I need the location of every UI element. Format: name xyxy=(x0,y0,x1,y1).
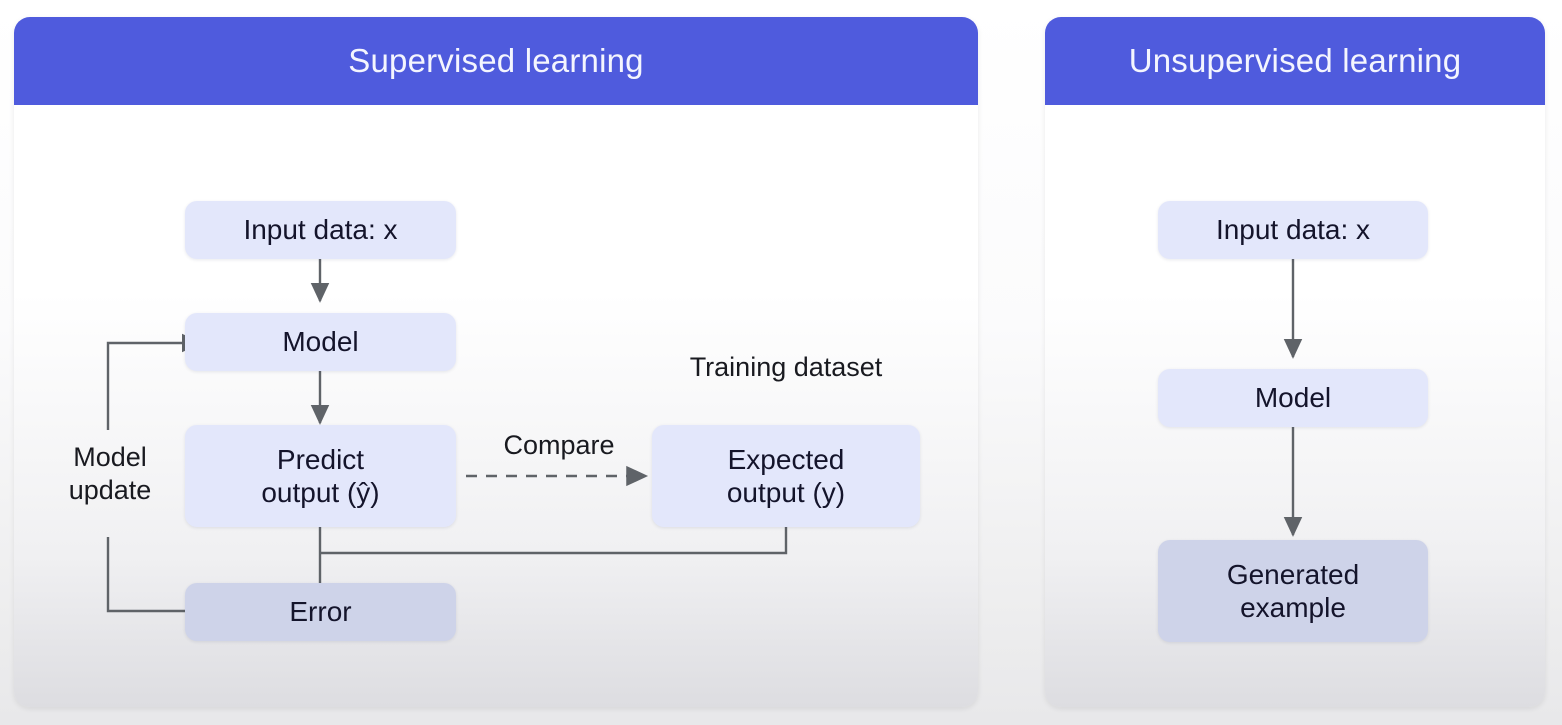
node-expected-output-label: Expected output (y) xyxy=(726,443,846,508)
node-input-data-unsupervised[interactable]: Input data: x xyxy=(1158,201,1428,259)
annotation-model-update: Model update xyxy=(68,442,152,505)
node-predict-output[interactable]: Predict output (ŷ) xyxy=(185,425,456,527)
node-generated-example-label: Generated example xyxy=(1226,558,1360,623)
panel-unsupervised-body: Input data: x Model Generated example xyxy=(1045,105,1545,707)
panel-unsupervised-learning: Unsupervised learning Input xyxy=(1045,17,1545,707)
node-input-data-unsupervised-label: Input data: x xyxy=(1215,214,1371,246)
node-input-data-supervised-label: Input data: x xyxy=(243,214,398,246)
node-model-supervised-label: Model xyxy=(282,326,359,358)
panel-supervised-body: Input data: x Model Predict output (ŷ) E… xyxy=(14,105,978,707)
panel-supervised-title: Supervised learning xyxy=(348,42,644,79)
panel-unsupervised-title: Unsupervised learning xyxy=(1128,42,1462,79)
node-predict-output-label: Predict output (ŷ) xyxy=(261,443,380,508)
supervised-connectors xyxy=(106,259,788,613)
node-model-unsupervised-label: Model xyxy=(1254,382,1332,414)
node-error-label: Error xyxy=(289,596,352,628)
node-model-unsupervised[interactable]: Model xyxy=(1158,369,1428,427)
node-model-supervised[interactable]: Model xyxy=(185,313,456,371)
panel-supervised-header: Supervised learning xyxy=(14,17,978,105)
node-generated-example[interactable]: Generated example xyxy=(1158,540,1428,642)
edge-expected-to-error xyxy=(320,527,788,555)
panel-unsupervised-header: Unsupervised learning xyxy=(1045,17,1545,105)
node-input-data-supervised[interactable]: Input data: x xyxy=(185,201,456,259)
annotation-training-dataset: Training dataset xyxy=(689,352,883,382)
annotation-compare: Compare xyxy=(503,430,615,460)
node-expected-output[interactable]: Expected output (y) xyxy=(652,425,920,527)
panel-supervised-learning: Supervised learning xyxy=(14,17,978,707)
node-error[interactable]: Error xyxy=(185,583,456,641)
